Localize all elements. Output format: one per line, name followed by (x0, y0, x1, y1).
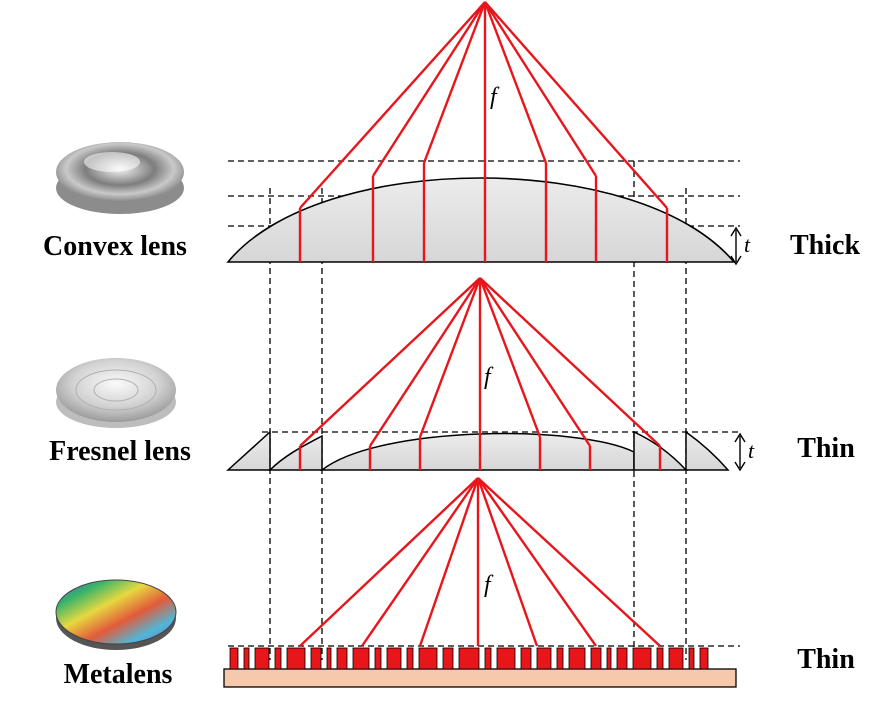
fresnel-ray-6 (479, 277, 661, 447)
nanopillar (590, 647, 602, 670)
nanopillar (556, 647, 564, 670)
metalens-ray-4 (476, 477, 539, 647)
nanopillar (286, 647, 306, 670)
nanopillar (568, 647, 586, 670)
label-fresnel-lens: Fresnel lens (49, 436, 191, 467)
nanopillar (699, 647, 709, 670)
nanopillar (458, 647, 480, 670)
label-metalens: Metalens (64, 659, 173, 690)
convex-ray-0 (299, 1, 486, 209)
metalens-ray-1 (361, 477, 479, 647)
descriptor-thin-metalens: Thin (797, 644, 855, 675)
thickness-symbol-convex: t (744, 232, 751, 257)
nanopillar (536, 647, 552, 670)
nanopillar (668, 647, 684, 670)
nanopillar (254, 647, 270, 670)
nanopillar (632, 647, 652, 670)
metalens-ray-0 (299, 477, 479, 647)
convex-ray-2 (422, 1, 487, 164)
fresnel-lens-thumbnail (56, 358, 176, 428)
nanopillar (616, 647, 628, 670)
nanopillar (520, 647, 532, 670)
nanopillar (274, 647, 282, 670)
nanopillar (374, 647, 382, 670)
thickness-arrow-convex (730, 226, 742, 266)
fresnel-ray-4 (478, 277, 542, 438)
nanopillar (326, 647, 332, 670)
nanopillar (310, 647, 322, 670)
nanopillar (496, 647, 516, 670)
label-convex-lens: Convex lens (43, 231, 187, 262)
focal-symbol-metalens: f (484, 572, 494, 598)
focal-symbol-fresnel: f (484, 364, 494, 390)
nanopillar (229, 647, 239, 670)
metalens-ray-2 (418, 477, 480, 647)
nanopillar (656, 647, 664, 670)
metalens-nanopillars (229, 647, 709, 670)
focusing-rays (298, 1, 669, 647)
fresnel-lens-shape (226, 430, 730, 471)
fresnel-ray-2 (418, 277, 482, 438)
nanopillar (336, 647, 348, 670)
convex-ray-4 (483, 1, 548, 164)
nanopillar (386, 647, 402, 670)
metalens-thumbnail (55, 579, 177, 650)
metalens-ray-6 (477, 477, 661, 647)
focal-symbol-convex: f (490, 84, 500, 110)
descriptor-thin-fresnel: Thin (797, 433, 855, 464)
descriptor-thick: Thick (790, 230, 860, 261)
nanopillar (406, 647, 414, 670)
convex-ray-1 (371, 1, 487, 177)
convex-ray-6 (484, 1, 668, 209)
convex-lens-thumbnail (56, 142, 184, 214)
nanopillar (243, 647, 250, 670)
nanopillar (442, 647, 454, 670)
metalens-substrate (223, 668, 737, 688)
thickness-arrow-fresnel (734, 432, 746, 472)
nanopillar (606, 647, 612, 670)
nanopillar (688, 647, 695, 670)
metalens-ray-5 (477, 477, 597, 647)
convex-ray-5 (483, 1, 598, 177)
fresnel-ray-1 (368, 277, 482, 447)
nanopillar (418, 647, 438, 670)
thickness-symbol-fresnel: t (748, 438, 755, 463)
nanopillar (484, 647, 492, 670)
nanopillar (352, 647, 370, 670)
fresnel-ray-0 (299, 277, 481, 447)
fresnel-ray-5 (478, 277, 592, 447)
convex-lens-shape (226, 177, 736, 263)
